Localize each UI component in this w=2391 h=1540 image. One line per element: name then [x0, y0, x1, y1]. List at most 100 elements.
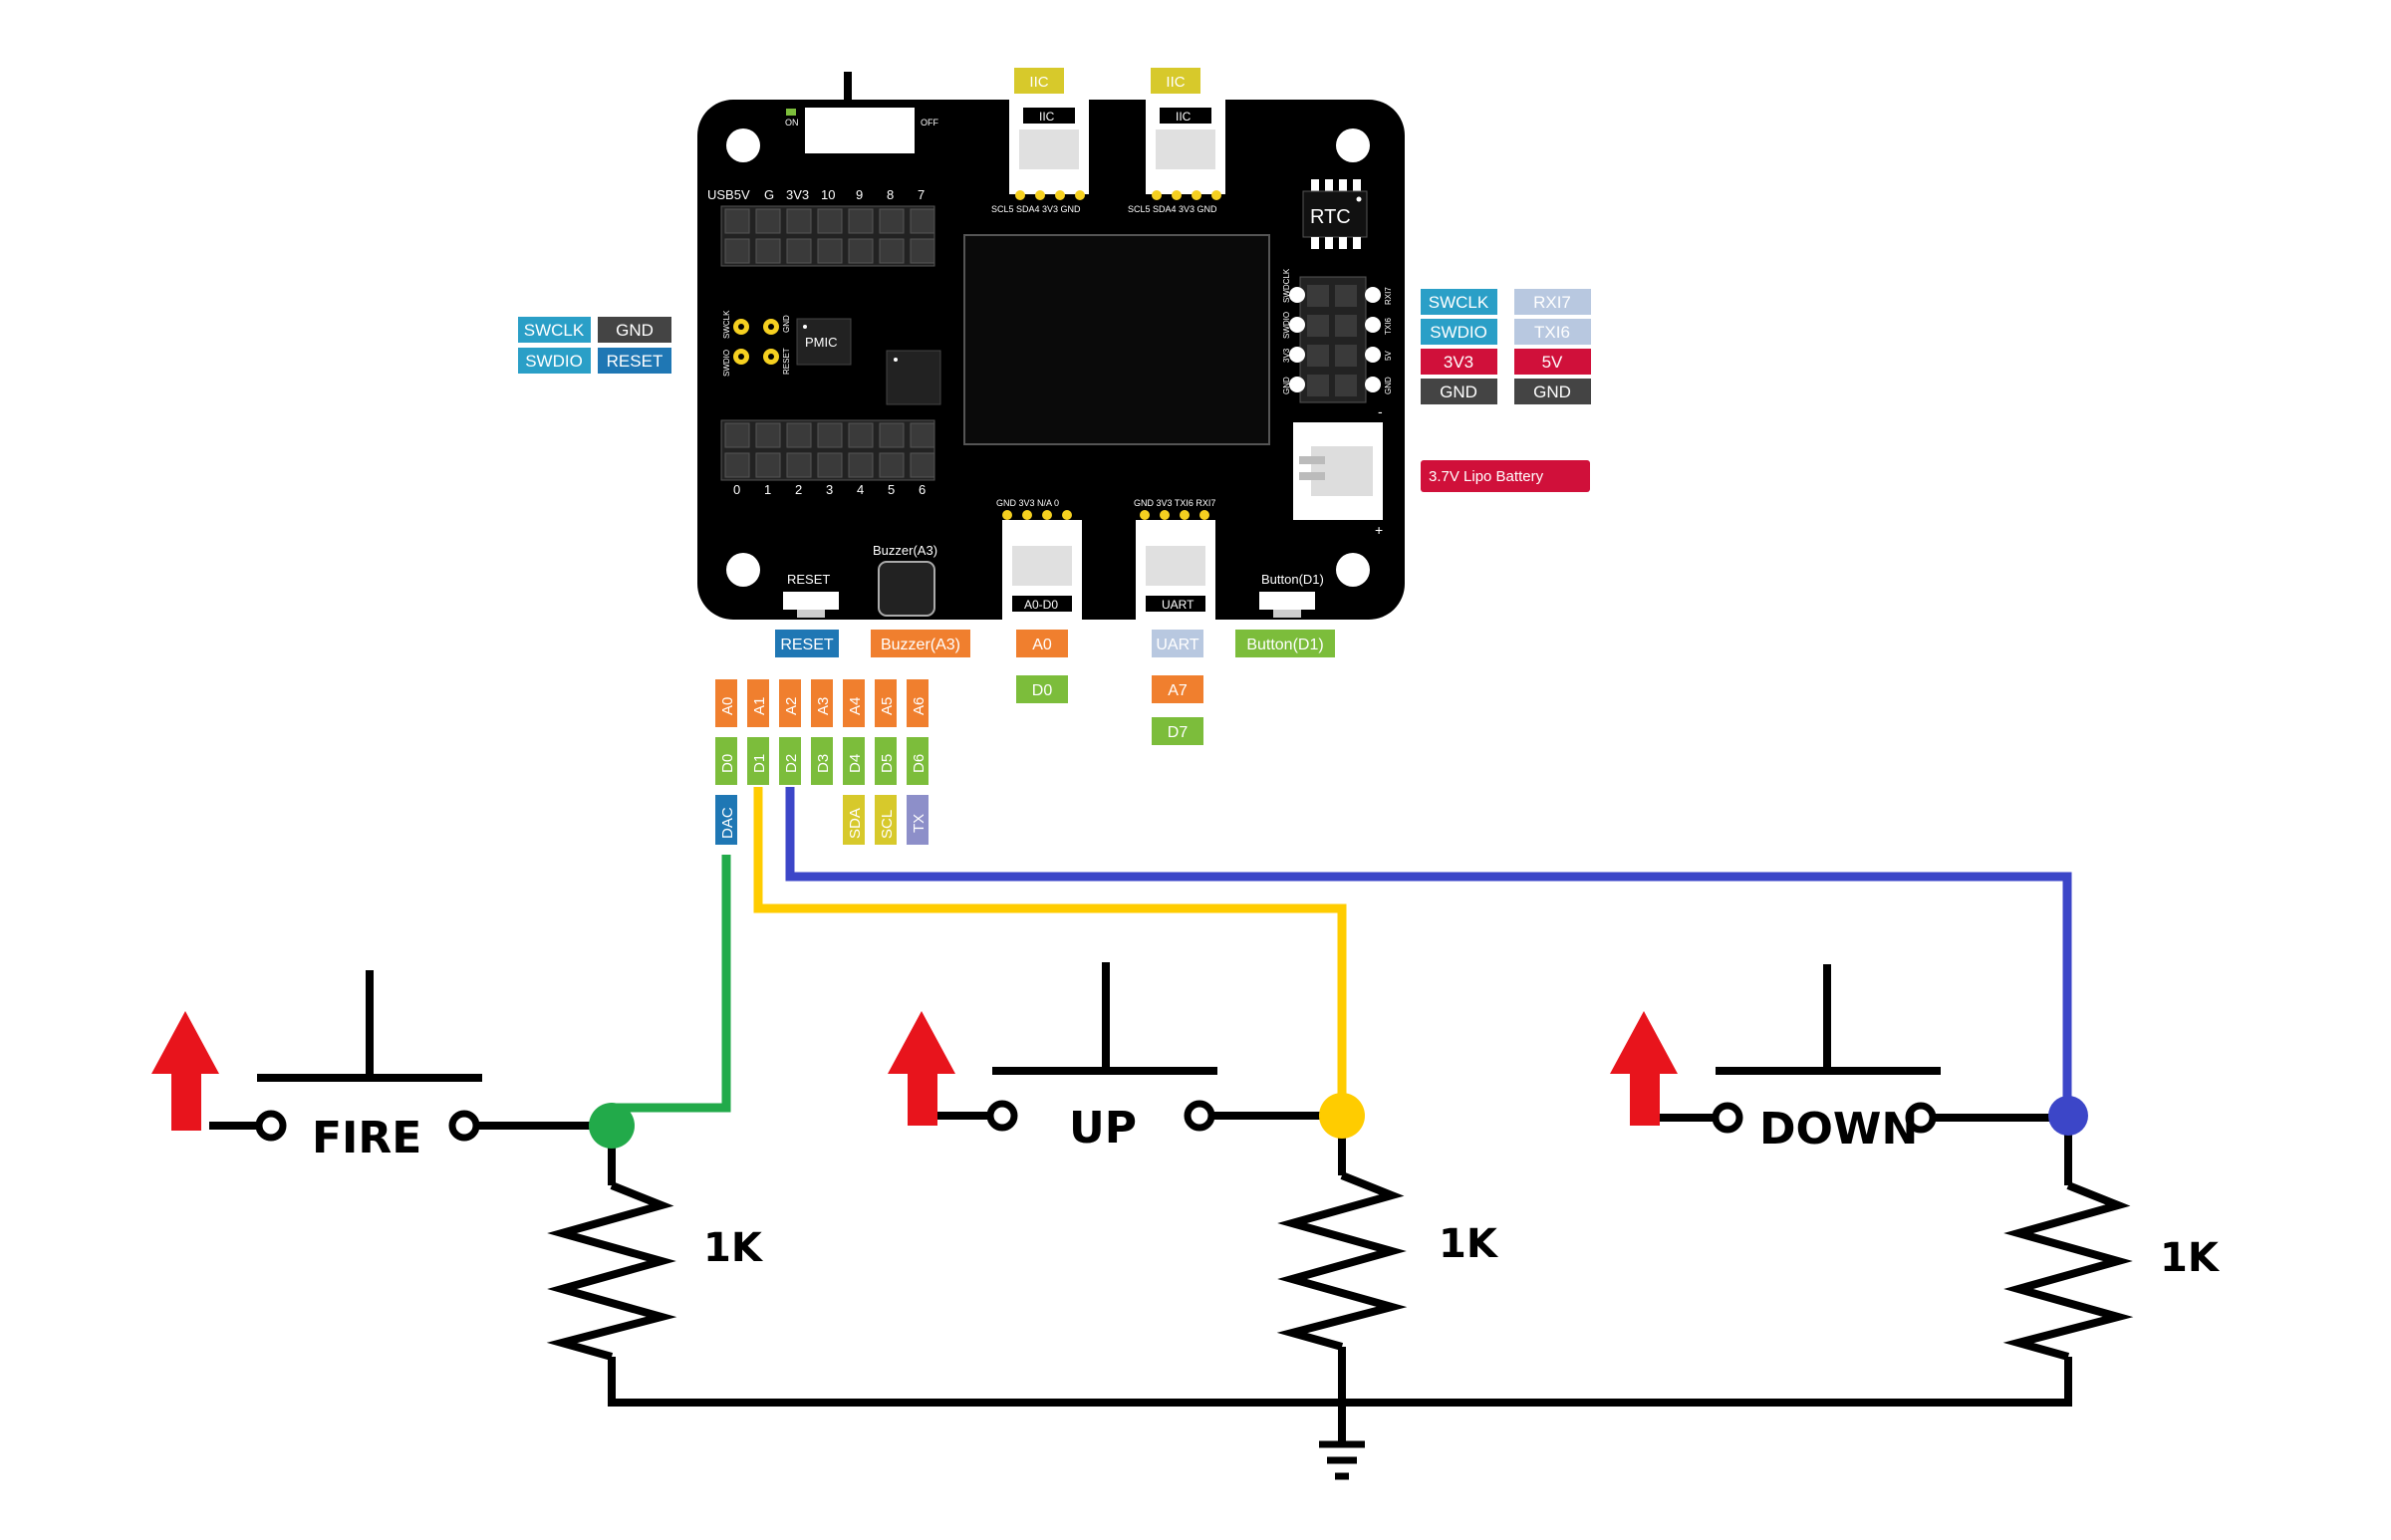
tag-reset: RESET	[607, 352, 664, 371]
mount-hole	[726, 553, 760, 587]
iic-right-label: IIC	[1176, 110, 1192, 124]
battery-tag-text: 3.7V Lipo Battery	[1429, 468, 1544, 485]
tag-reset-b: RESET	[780, 637, 834, 653]
header-label-3v3: 3V3	[786, 187, 809, 202]
display-screen	[963, 234, 1270, 445]
tag-gnd: GND	[616, 321, 654, 340]
tag-swclk: SWCLK	[524, 321, 585, 340]
tag-A0: A0	[719, 697, 736, 715]
tag-buzzer: Buzzer(A3)	[881, 637, 960, 653]
switch-off-label: OFF	[921, 118, 938, 128]
tag-A2: A2	[783, 697, 800, 715]
iic-right-pins: SCL5 SDA4 3V3 GND	[1128, 204, 1217, 214]
reset-button[interactable]	[783, 592, 839, 610]
tag-gnd-r2: GND	[1533, 383, 1571, 401]
ad-label: A0-D0	[1024, 598, 1058, 612]
swd-pin-swdio: SWDIO	[722, 350, 731, 377]
tag-A3: A3	[815, 697, 832, 715]
resistor-label-3: 1K	[2160, 1235, 2221, 1281]
tag-button: Button(D1)	[1246, 637, 1323, 653]
iic-left-pins: SCL5 SDA4 3V3 GND	[991, 204, 1081, 214]
wire-yellow	[753, 787, 1347, 1116]
header-label-9: 9	[856, 187, 863, 202]
swd-r-swdio: SWDIO	[1282, 312, 1291, 339]
power-switch[interactable]	[805, 108, 915, 153]
iic-left-tag-text: IIC	[1029, 74, 1048, 91]
header-label-0: 0	[733, 482, 740, 497]
vcc-arrows	[151, 1011, 1678, 1131]
vcc-arrow-icon	[151, 1011, 219, 1131]
header-label-2: 2	[795, 482, 802, 497]
swd-r-rxi7: RXI7	[1384, 287, 1393, 305]
header-label-5: 5	[888, 482, 895, 497]
batt-plus: +	[1375, 522, 1383, 538]
mount-hole	[1336, 553, 1370, 587]
uart-label: UART	[1162, 598, 1195, 612]
tag-a0: A0	[1032, 637, 1052, 653]
tag-gnd-r1: GND	[1440, 383, 1477, 401]
swd-r-gnd2: GND	[1384, 377, 1393, 394]
junction-fire	[589, 1103, 635, 1149]
user-button[interactable]	[1259, 592, 1315, 610]
tag-SCL: SCL	[879, 810, 896, 839]
tag-A4: A4	[847, 697, 864, 715]
swd-pin-gnd: GND	[782, 315, 791, 333]
header-label-3: 3	[826, 482, 833, 497]
iic-connector-right: IIC SCL5 SDA4 3V3 GND	[1128, 100, 1225, 214]
button-label-fire: FIRE	[312, 1113, 421, 1163]
swd-r-txi6: TXI6	[1384, 318, 1393, 335]
uart-connector: GND 3V3 TXI6 RXI7 UART	[1134, 498, 1215, 620]
circuit-schematic	[209, 962, 2134, 1480]
tag-D5: D5	[879, 754, 896, 773]
tag-D4: D4	[847, 754, 864, 773]
header-label-10: 10	[821, 187, 835, 202]
tag-5v: 5V	[1542, 353, 1563, 372]
microcontroller-board: ON OFF USB5V G 3V3 10 9 8 7 0 1 2 3 4 5 …	[697, 68, 1405, 620]
reset-silk: RESET	[787, 572, 830, 587]
vcc-arrow-icon	[888, 1011, 955, 1126]
right-swd-tags: SWCLK RXI7 SWDIO TXI6 3V3 5V GND GND	[1421, 289, 1591, 404]
power-led	[786, 109, 796, 116]
a0d0-connector: GND 3V3 N/A 0 A0-D0	[996, 498, 1082, 620]
header-label-g: G	[764, 187, 774, 202]
switch-on-label: ON	[785, 118, 799, 128]
top-pin-header	[720, 205, 935, 267]
swd-r-5v: 5V	[1384, 351, 1393, 361]
left-swd-tags: SWCLK GND SWDIO RESET	[518, 317, 671, 374]
tag-rxi7: RXI7	[1533, 293, 1571, 312]
tag-A6: A6	[911, 697, 928, 715]
pmic-label: PMIC	[805, 335, 838, 350]
wire-blue	[785, 787, 2072, 1114]
junction-down	[2048, 1096, 2088, 1136]
rtc-chip: RTC	[1302, 179, 1368, 249]
swd-r-3v3: 3V3	[1282, 348, 1291, 363]
header-label-4: 4	[857, 482, 864, 497]
tag-d0: D0	[1032, 682, 1053, 699]
battery-tag	[1421, 460, 1590, 492]
tag-D3: D3	[815, 754, 832, 773]
switch-lever	[844, 72, 852, 112]
tag-a7: A7	[1168, 682, 1188, 699]
swd-right-connector	[1289, 276, 1381, 403]
tag-swclk-r: SWCLK	[1429, 293, 1489, 312]
tag-A5: A5	[879, 697, 896, 715]
button-label-up: UP	[1069, 1103, 1137, 1154]
swd-pin-reset: RESET	[782, 348, 791, 375]
bottom-tags: RESET Buzzer(A3) A0 D0 UART A7 D7 Button…	[775, 630, 1335, 745]
header-label-8: 8	[887, 187, 894, 202]
buzzer	[878, 561, 935, 617]
iic-connector-left: IIC SCL5 SDA4 3V3 GND	[991, 100, 1089, 214]
tag-DAC: DAC	[719, 807, 736, 839]
pin-tags: A0 A1 A2 A3 A4 A5 A6 D0 D1 D2 D3 D4 D5 D…	[715, 679, 929, 845]
resistor-label-2: 1K	[1439, 1221, 1499, 1267]
battery-connector: - +	[1293, 403, 1383, 538]
button-silk: Button(D1)	[1261, 572, 1324, 587]
uart-pins: GND 3V3 TXI6 RXI7	[1134, 498, 1215, 508]
swd-left-pads	[733, 319, 779, 365]
tag-3v3: 3V3	[1444, 353, 1473, 372]
tag-d7: D7	[1168, 724, 1189, 741]
resistor-label-1: 1K	[703, 1225, 764, 1271]
header-label-usb5v: USB5V	[707, 187, 750, 202]
tag-swdio: SWDIO	[525, 352, 583, 371]
